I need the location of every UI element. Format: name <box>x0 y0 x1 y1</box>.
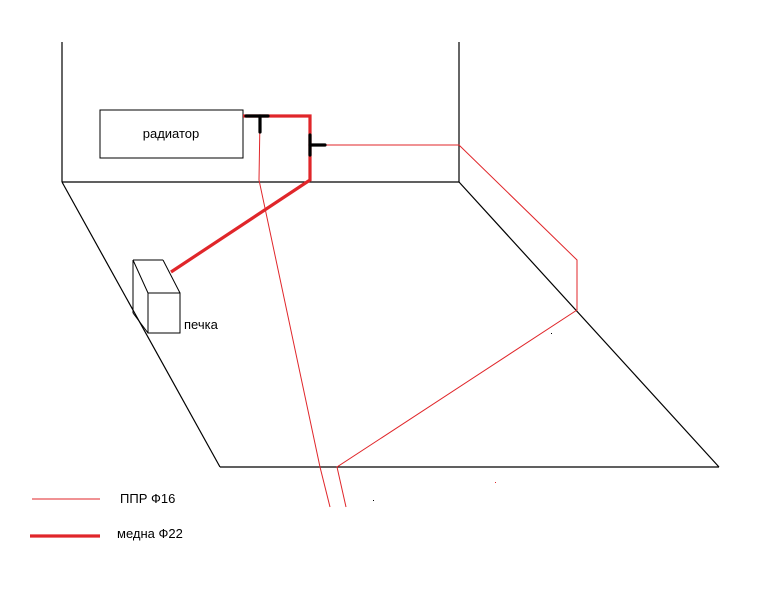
stove-edge <box>162 259 181 294</box>
floor-left-edge <box>61 181 221 468</box>
radiator-label: радиатор <box>143 126 200 141</box>
ppr-pipe-2 <box>316 144 578 508</box>
legend-label-thin: ППР Ф16 <box>120 491 175 506</box>
stray-dot <box>495 482 496 483</box>
legend: ППР Ф16 медна Ф22 <box>30 491 183 541</box>
stray-dots <box>373 333 552 501</box>
stove-label: печка <box>184 317 219 332</box>
tee-fitting <box>244 114 270 134</box>
stove-edge <box>132 312 149 334</box>
room-walls <box>61 42 460 183</box>
stove-front <box>147 292 181 334</box>
ppr-pipes <box>258 117 578 508</box>
legend-label-thick: медна Ф22 <box>117 526 183 541</box>
radiator: радиатор <box>99 109 244 159</box>
tee-fitting <box>308 133 327 157</box>
radiator-body <box>99 109 244 159</box>
stove-edge <box>132 259 149 294</box>
floor-right-edge <box>458 181 720 468</box>
stove <box>132 259 181 334</box>
ppr-pipe-1 <box>258 117 331 508</box>
floor <box>61 181 720 468</box>
